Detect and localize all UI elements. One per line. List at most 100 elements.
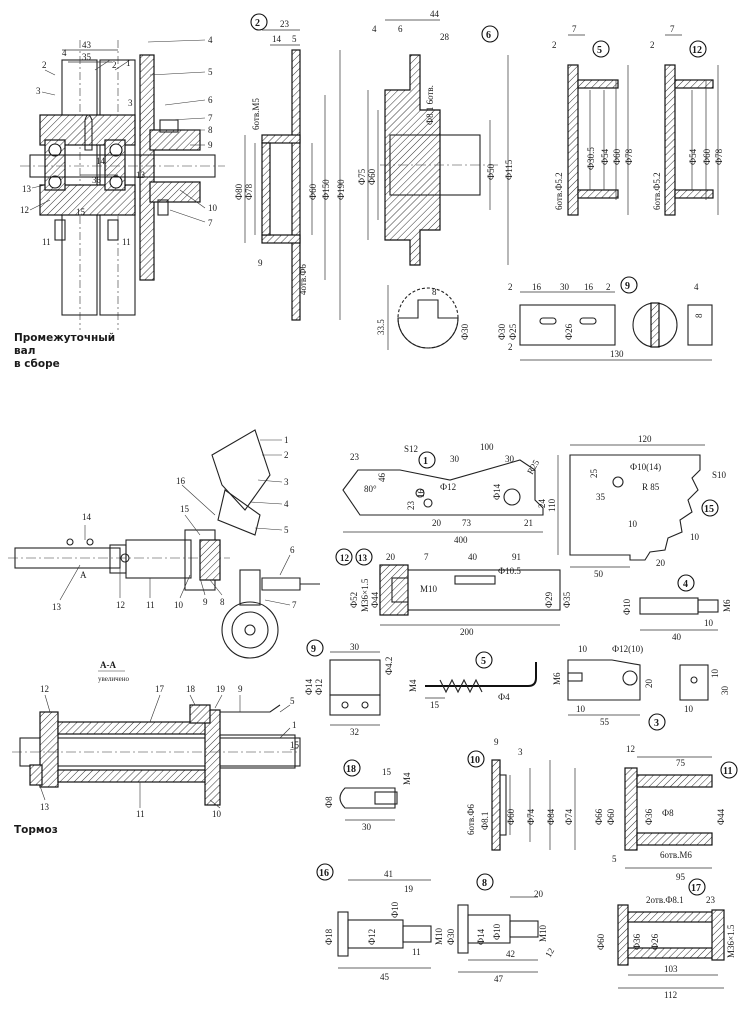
brake-leader-12: 12 [116,600,125,610]
dim-75: Ф75 [357,168,367,185]
section-leader-17: 17 [155,684,165,694]
section-leader-1: 1 [292,720,297,730]
dim-78: Ф78 [244,183,254,200]
dim-4b: 4 [372,24,377,34]
dim-35: 35 [82,52,92,62]
part-16-stud: 16 41 19 Ф10 Ф18 Ф12 М10 11 45 [316,863,444,982]
part-number-6: 6 [486,30,491,41]
brake-leader-9: 9 [203,597,208,607]
dim-4c: 4 [694,282,699,292]
part-6-hub: 6 44 4 6 28 Ф8.1 6отв. Ф75 Ф60 Ф50 Ф115 … [357,9,514,350]
brake-leader-1: 1 [284,435,289,445]
dim-30c: Ф30 [497,323,507,340]
dim-5: 5 [292,34,297,44]
part-number-12: 12 [692,45,702,56]
dim-p1-73: 73 [462,518,472,528]
dim-150: Ф150 [321,179,331,200]
dim-p1-46: 46 [377,473,387,483]
dim-p4-10: Ф10 [622,598,632,615]
dim-23: 23 [280,19,290,29]
dim-p18-m4: М4 [402,772,412,785]
part-number-9: 9 [625,281,630,292]
dim-p3-10c: 10 [710,669,720,679]
dim-p12-7: 7 [424,552,429,562]
part-number-5: 5 [597,45,602,56]
dim-p11-44: Ф44 [716,808,726,825]
dim-p1-80: 80° [364,484,377,494]
brake-assembly-labels: 1 2 3 4 5 6 7 8 9 10 11 12 13 14 15 16 А [52,435,297,612]
part-18-pin: 18 15 М4 Ф8 30 [324,759,412,832]
part-12-ring: 12 7 2 Ф54 Ф60 Ф78 6отв.Ф5.2 [650,24,724,216]
part-1-plate: 1 23 46 S12 100 30 30 R25 80° 23 16 Ф12 … [342,442,547,545]
dim-50: Ф50 [486,163,496,180]
dim-p15-20: 20 [656,558,666,568]
dim-thread-m5: 6отв.М5 [251,98,261,130]
dim-4: 4 [62,48,67,58]
dim-p12-52: Ф52 [349,592,359,608]
brake-assembly-view [8,429,320,659]
leader-13b: 13 [136,170,146,180]
brake-leader-4: 4 [284,499,289,509]
leader-12: 12 [20,205,29,215]
part-12-13-tube: 12 13 20 7 40 91 Ф10.5 Ф52 М36×1.5 Ф44 М… [335,548,572,637]
dim-p1-16: 16 [416,489,426,499]
part-number-4: 4 [683,579,688,590]
dim-p17-112: 112 [664,990,677,1000]
caption-line-2: вал [14,345,36,357]
dim-p12-40: 40 [468,552,478,562]
dim-p12-35: Ф35 [562,591,572,608]
part-9-shaft: 9 2 16 30 16 2 4 8 Ф30 Ф25 Ф26 2 130 [497,276,713,361]
dim-p15-25: 25 [589,469,599,479]
dim-36: 36 [92,175,102,185]
dim-p15-35: 35 [596,492,606,502]
leader-2b: 2 [112,60,117,70]
dim-p5-15: 15 [430,700,440,710]
part-number-3: 3 [654,718,659,729]
leader-4: 4 [208,35,213,45]
part-number-17: 17 [691,883,701,894]
dim-p11-5: 5 [612,854,617,864]
dim-30: Ф30 [460,323,470,340]
dim-p15-50: 50 [594,569,604,579]
dim-p3-10b: 10 [576,704,586,714]
dim-p11-95: 95 [676,872,686,882]
dim-p5-4: Ф4 [498,692,510,702]
leader-15: 15 [76,207,86,217]
section-leader-11: 11 [136,809,145,819]
dim-p10-8-1: Ф8.1 [480,812,490,830]
part-number-16: 16 [319,868,329,879]
dim-p11-60: Ф60 [606,808,616,825]
dim-p4-m6: М6 [722,599,732,612]
dim-7: 7 [572,24,577,34]
dim-44: 44 [430,9,440,19]
dim-p4-10b: 10 [704,618,714,628]
dim-p16-12: Ф12 [367,929,377,945]
brake-leader-16: 16 [176,476,186,486]
dim-130: 130 [610,349,624,359]
dim-p15-10: Ф10(14) [630,462,661,472]
dim-p12-29: Ф29 [544,591,554,608]
dim-p11-75: 75 [676,758,686,768]
part-number-1: 1 [423,456,428,467]
dim-80: Ф80 [234,183,244,200]
dim-p8-14: Ф14 [476,928,486,945]
dim-2b: 2 [650,40,655,50]
caption-shaft-assembly: Промежуточный вал в сборе [14,332,115,371]
dim-p8-42: 42 [506,949,515,959]
dim-p3-12: Ф12(10) [612,644,643,654]
part-number-15: 15 [704,504,714,515]
section-leader-15: 15 [290,740,300,750]
dim-60c: Ф60 [612,148,622,165]
dim-p9-4-2: Ф4.2 [384,657,394,675]
dim-p18-8: Ф8 [324,796,334,808]
shaft-assembly-labels: 43 35 4 36 1 2 3 4 5 6 7 8 9 10 11 12 13… [20,35,218,247]
part-number-9b: 9 [311,644,316,655]
section-leader-9: 9 [238,684,243,694]
section-leader-10: 10 [212,809,222,819]
dim-6: 6 [398,24,403,34]
dim-p18-30: 30 [362,822,372,832]
dim-p11-m6: 6отв.М6 [660,850,692,860]
dim-8: 8 [432,287,437,297]
section-leader-12: 12 [40,684,49,694]
